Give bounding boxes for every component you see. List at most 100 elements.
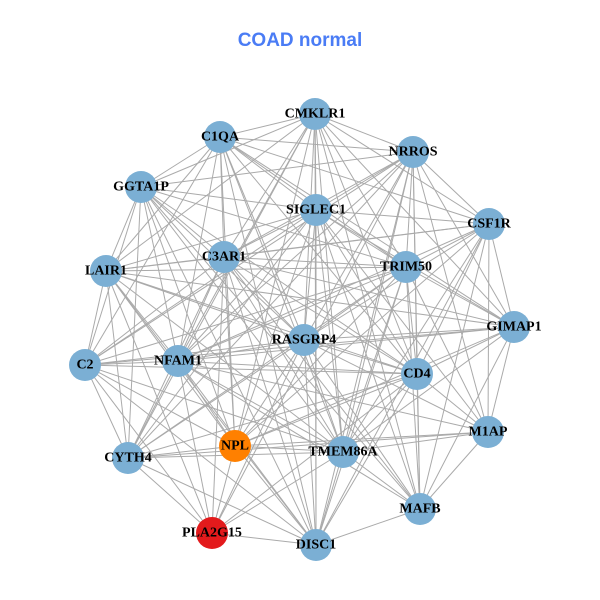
node-circle[interactable] — [401, 358, 433, 390]
edge-siglec1-c3ar1 — [223, 209, 317, 258]
edge-csf1r-m1ap — [487, 223, 490, 433]
node-siglec1[interactable]: SIGLEC1 — [286, 194, 346, 226]
edge-nrros-csf1r — [412, 151, 490, 225]
node-mafb[interactable]: MAFB — [399, 493, 441, 525]
edge-siglec1-cd4 — [315, 209, 418, 375]
node-lair1[interactable]: LAIR1 — [85, 255, 127, 287]
node-label: SIGLEC1 — [286, 203, 346, 218]
node-label: RASGRP4 — [272, 333, 337, 348]
edge-siglec1-nfam1 — [177, 209, 317, 362]
node-label: C1QA — [201, 130, 240, 145]
edge-nrros-trim50 — [405, 151, 414, 268]
edge-gimap1-nfam1 — [177, 326, 515, 362]
edge-cmklr1-c3ar1 — [223, 113, 316, 258]
node-label: MAFB — [399, 502, 440, 517]
edge-nfam1-m1ap — [177, 360, 489, 433]
node-circle[interactable] — [300, 529, 332, 561]
edge-cmklr1-npl — [234, 113, 316, 447]
edge-cyth4-disc1 — [127, 457, 317, 546]
edge-c1qa-siglec1 — [219, 136, 317, 211]
node-rasgrp4[interactable]: RASGRP4 — [272, 324, 337, 356]
node-nfam1[interactable]: NFAM1 — [154, 345, 202, 377]
node-circle[interactable] — [90, 255, 122, 287]
edge-c3ar1-nfam1 — [177, 256, 225, 362]
edge-m1ap-mafb — [419, 431, 489, 510]
edge-ggta1p-cyth4 — [127, 186, 142, 459]
edge-c1qa-tmem86a — [219, 136, 344, 453]
node-circle[interactable] — [288, 324, 320, 356]
edge-lair1-c2 — [84, 270, 107, 366]
node-gimap1[interactable]: GIMAP1 — [486, 311, 542, 343]
edge-csf1r-mafb — [419, 223, 490, 510]
edge-m1ap-npl — [234, 431, 489, 447]
node-cyth4[interactable]: CYTH4 — [104, 442, 152, 474]
node-circle[interactable] — [69, 349, 101, 381]
node-circle[interactable] — [404, 493, 436, 525]
edge-c1qa-c2 — [84, 136, 221, 366]
edge-c2-cyth4 — [84, 364, 129, 459]
node-label: DISC1 — [296, 538, 336, 553]
edge-siglec1-lair1 — [105, 209, 317, 272]
edge-nfam1-npl — [177, 360, 236, 447]
node-cmklr1[interactable]: CMKLR1 — [285, 98, 346, 130]
node-c3ar1[interactable]: C3AR1 — [202, 241, 246, 273]
edge-nfam1-pla2g15 — [177, 360, 213, 534]
edge-c3ar1-trim50 — [223, 256, 407, 268]
edge-trim50-nfam1 — [177, 266, 407, 362]
node-trim50[interactable]: TRIM50 — [380, 251, 432, 283]
node-circle[interactable] — [300, 194, 332, 226]
node-circle[interactable] — [196, 517, 228, 549]
node-label: CD4 — [403, 367, 430, 382]
edge-ggta1p-c3ar1 — [140, 186, 225, 258]
node-circle[interactable] — [472, 416, 504, 448]
edge-trim50-npl — [234, 266, 407, 447]
node-circle[interactable] — [204, 121, 236, 153]
node-label: TRIM50 — [380, 260, 432, 275]
node-csf1r[interactable]: CSF1R — [467, 208, 512, 240]
edge-csf1r-gimap1 — [488, 223, 515, 328]
edge-ggta1p-siglec1 — [140, 186, 317, 211]
node-nrros[interactable]: NRROS — [388, 136, 438, 168]
node-c1qa[interactable]: C1QA — [201, 121, 240, 153]
node-circle[interactable] — [397, 136, 429, 168]
node-circle[interactable] — [299, 98, 331, 130]
edge-c1qa-csf1r — [219, 136, 490, 225]
edge-rasgrp4-cyth4 — [127, 339, 305, 459]
edge-siglec1-rasgrp4 — [303, 209, 317, 341]
node-circle[interactable] — [208, 241, 240, 273]
node-circle[interactable] — [473, 208, 505, 240]
node-circle[interactable] — [327, 436, 359, 468]
edge-cmklr1-lair1 — [105, 113, 316, 272]
edge-trim50-disc1 — [315, 266, 407, 546]
node-ggta1p[interactable]: GGTA1P — [113, 171, 169, 203]
node-circle[interactable] — [125, 171, 157, 203]
edge-c2-cd4 — [84, 364, 418, 375]
edge-nfam1-cd4 — [177, 360, 418, 375]
edge-csf1r-disc1 — [315, 223, 490, 546]
edge-pla2g15-disc1 — [211, 532, 317, 546]
node-circle[interactable] — [390, 251, 422, 283]
node-circle[interactable] — [219, 430, 251, 462]
node-circle[interactable] — [162, 345, 194, 377]
edge-siglec1-m1ap — [315, 209, 489, 433]
node-disc1[interactable]: DISC1 — [296, 529, 336, 561]
node-cd4[interactable]: CD4 — [401, 358, 433, 390]
node-label: GIMAP1 — [486, 320, 541, 335]
edge-gimap1-rasgrp4 — [303, 326, 515, 341]
edge-c1qa-lair1 — [105, 136, 221, 272]
node-label: M1AP — [469, 425, 508, 440]
edge-cd4-disc1 — [315, 373, 418, 546]
node-tmem86a[interactable]: TMEM86A — [308, 436, 378, 468]
chart-title: COAD normal — [237, 30, 363, 51]
node-c2[interactable]: C2 — [69, 349, 101, 381]
edge-siglec1-csf1r — [315, 209, 490, 225]
edge-nrros-nfam1 — [177, 151, 414, 362]
edge-lair1-gimap1 — [105, 270, 515, 328]
edge-nrros-ggta1p — [140, 151, 414, 188]
node-circle[interactable] — [112, 442, 144, 474]
node-m1ap[interactable]: M1AP — [469, 416, 508, 448]
node-pla2g15[interactable]: PLA2G15 — [182, 517, 242, 549]
node-circle[interactable] — [498, 311, 530, 343]
node-npl[interactable]: NPL — [219, 430, 251, 462]
